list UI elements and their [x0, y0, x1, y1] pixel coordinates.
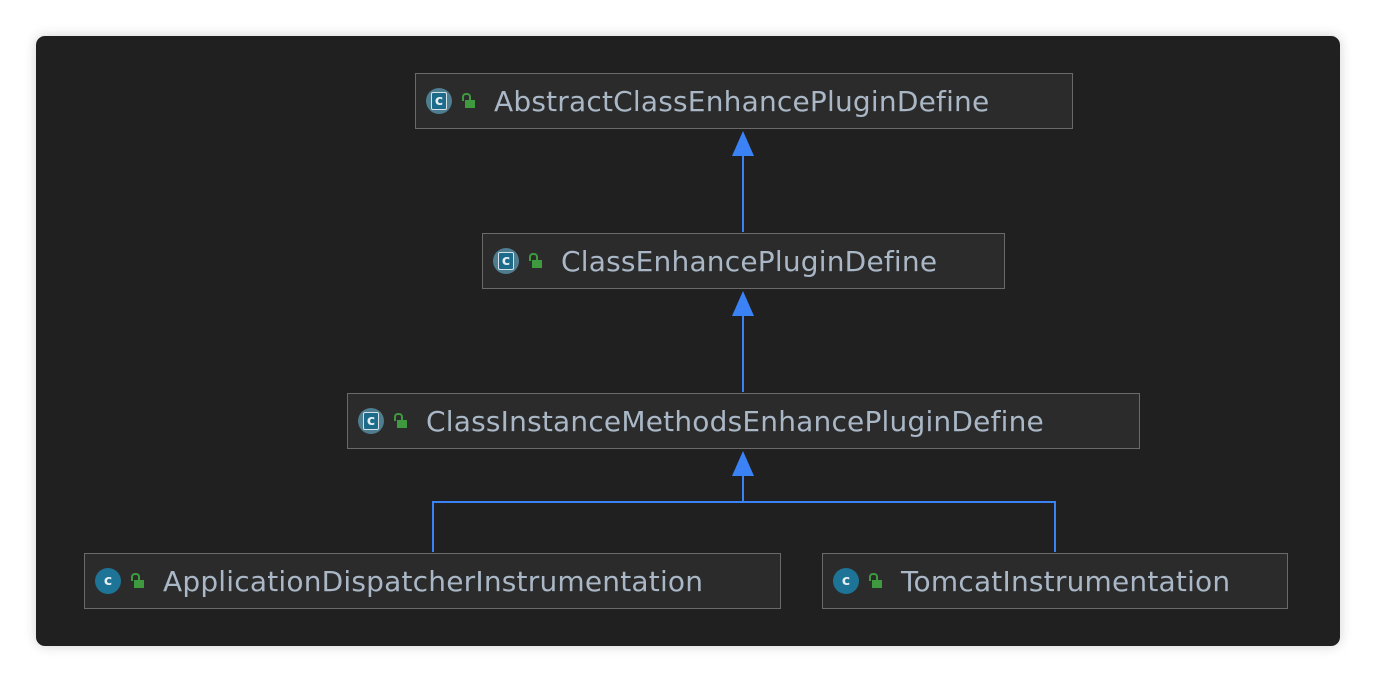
public-lock-icon: [392, 413, 408, 429]
class-name: AbstractClassEnhancePluginDefine: [494, 84, 990, 118]
class-icon: c: [833, 568, 859, 594]
class-node-abstract[interactable]: c AbstractClassEnhancePluginDefine: [415, 73, 1073, 129]
public-lock-icon: [867, 573, 883, 589]
node-icons: c: [358, 408, 408, 434]
class-name: ClassInstanceMethodsEnhancePluginDefine: [426, 404, 1044, 438]
class-name: TomcatInstrumentation: [901, 564, 1231, 598]
class-node-appdispatcher[interactable]: c ApplicationDispatcherInstrumentation: [84, 553, 781, 609]
class-node-tomcat[interactable]: c TomcatInstrumentation: [822, 553, 1288, 609]
public-lock-icon: [460, 93, 476, 109]
public-lock-icon: [527, 253, 543, 269]
class-name: ClassEnhancePluginDefine: [561, 244, 938, 278]
abstract-class-icon: c: [493, 248, 519, 274]
abstract-class-icon: c: [358, 408, 384, 434]
class-node-instance[interactable]: c ClassInstanceMethodsEnhancePluginDefin…: [347, 393, 1140, 449]
node-icons: c: [833, 568, 883, 594]
public-lock-icon: [129, 573, 145, 589]
node-icons: c: [426, 88, 476, 114]
node-icons: c: [493, 248, 543, 274]
class-node-class[interactable]: c ClassEnhancePluginDefine: [482, 233, 1005, 289]
class-icon: c: [95, 568, 121, 594]
abstract-class-icon: c: [426, 88, 452, 114]
node-icons: c: [95, 568, 145, 594]
class-name: ApplicationDispatcherInstrumentation: [163, 564, 704, 598]
